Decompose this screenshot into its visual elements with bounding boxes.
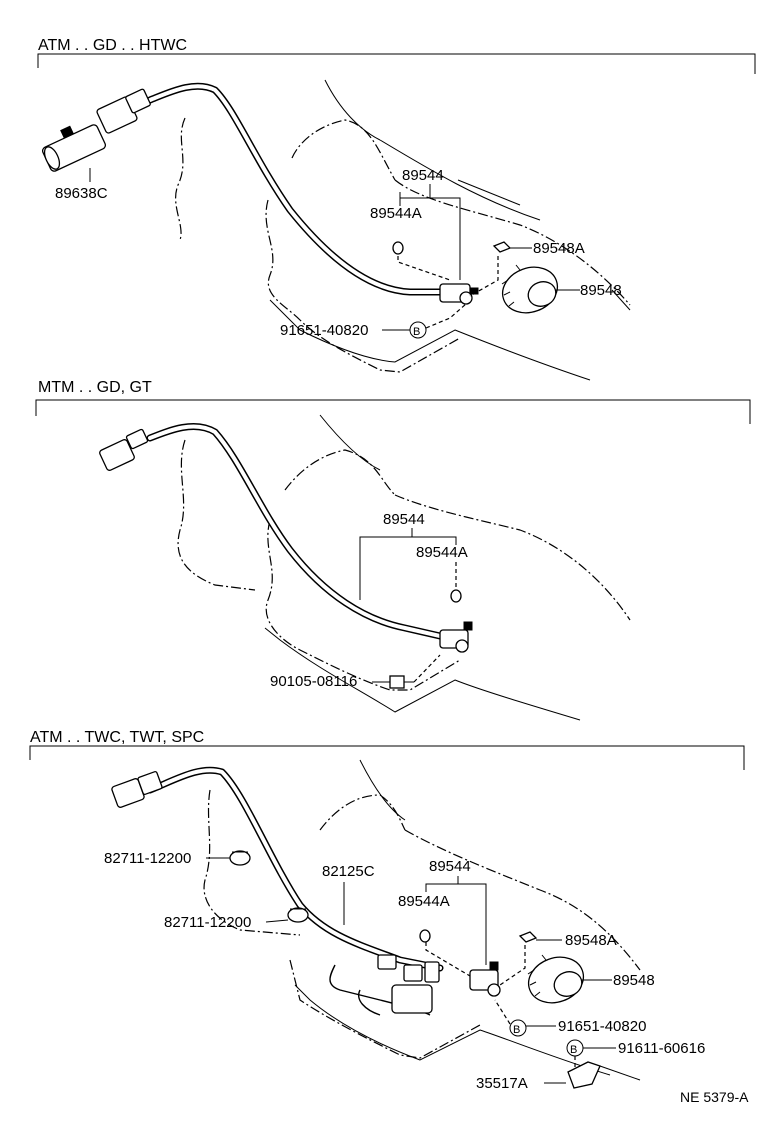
- section-3-bracket-35517a: [567, 1061, 641, 1089]
- label-89544: 89544: [402, 167, 444, 184]
- diagram-code: NE 5379-A: [680, 1089, 749, 1105]
- label-89638c: 89638C: [55, 185, 108, 202]
- section-1-speed-sensor-cable: [146, 82, 444, 296]
- label-89544a-s3: 89544A: [398, 893, 450, 910]
- section-2-oring: [450, 589, 462, 603]
- section-3-connector: [111, 771, 163, 808]
- label-89548-s3: 89548: [613, 972, 655, 989]
- section-1-oring: [392, 241, 404, 255]
- section-3-clamp-2: [287, 907, 309, 923]
- svg-text:B: B: [570, 1044, 577, 1056]
- section-1-bracket: [37, 53, 756, 74]
- label-91611-60616: 91611-60616: [618, 1040, 705, 1057]
- label-89548: 89548: [580, 282, 622, 299]
- label-82125c: 82125C: [322, 863, 375, 880]
- label-91651-40820-s1: 91651-40820: [280, 322, 368, 339]
- section-mtm-gd-gt: MTM . . GD, GT 89544 89544A: [35, 379, 751, 721]
- label-90105-08116: 90105-08116: [270, 673, 357, 690]
- section-3-oring: [419, 929, 431, 943]
- label-89544-s3: 89544: [429, 858, 471, 875]
- label-91651-40820-s3: 91651-40820: [558, 1018, 646, 1035]
- section-3-speed-sensor: [377, 929, 501, 1014]
- section-2-title: MTM . . GD, GT: [38, 379, 152, 396]
- section-3-title: ATM . . TWC, TWT, SPC: [30, 729, 204, 746]
- section-1-transmission-outline: [175, 79, 631, 381]
- label-82711-12200-a: 82711-12200: [104, 850, 191, 867]
- section-3-clamp-1: [229, 850, 251, 866]
- label-89544-s2: 89544: [383, 511, 425, 528]
- label-35517a: 35517A: [476, 1075, 528, 1092]
- bolt-symbol-b-icon-s3a: [509, 1019, 527, 1037]
- section-2-transmission-outline: [177, 414, 631, 721]
- bolt-symbol-b-icon: [409, 321, 427, 339]
- section-2-connector: [99, 428, 149, 471]
- section-2-speed-sensor: [439, 589, 473, 653]
- label-89548a: 89548A: [533, 240, 585, 257]
- label-89544a: 89544A: [370, 205, 422, 222]
- section-3-transmission-outline: [203, 759, 641, 1076]
- section-atm-twc-twt-spc: ATM . . TWC, TWT, SPC 82711-12200: [29, 729, 745, 1092]
- section-1-title: ATM . . GD . . HTWC: [38, 37, 187, 54]
- label-89548a-s3: 89548A: [565, 932, 617, 949]
- section-1-clip-89548a: [492, 241, 512, 253]
- section-2-bolt: [389, 675, 414, 689]
- section-3-bracket: [29, 745, 745, 770]
- section-3-clip-89548a: [518, 931, 538, 943]
- section-1-driven-gear-89548: [501, 264, 559, 314]
- label-82711-12200-b: 82711-12200: [164, 914, 251, 931]
- svg-text:B: B: [413, 326, 420, 338]
- section-1-connector-89638c: [41, 88, 151, 172]
- section-2-speed-sensor-cable: [146, 422, 444, 640]
- label-89544a-s2: 89544A: [416, 544, 468, 561]
- section-atm-gd-htwc: ATM . . GD . . HTWC 89638C: [37, 37, 756, 381]
- section-3-driven-gear-89548: [527, 954, 585, 1004]
- svg-text:B: B: [513, 1024, 520, 1036]
- section-2-bracket: [35, 399, 751, 424]
